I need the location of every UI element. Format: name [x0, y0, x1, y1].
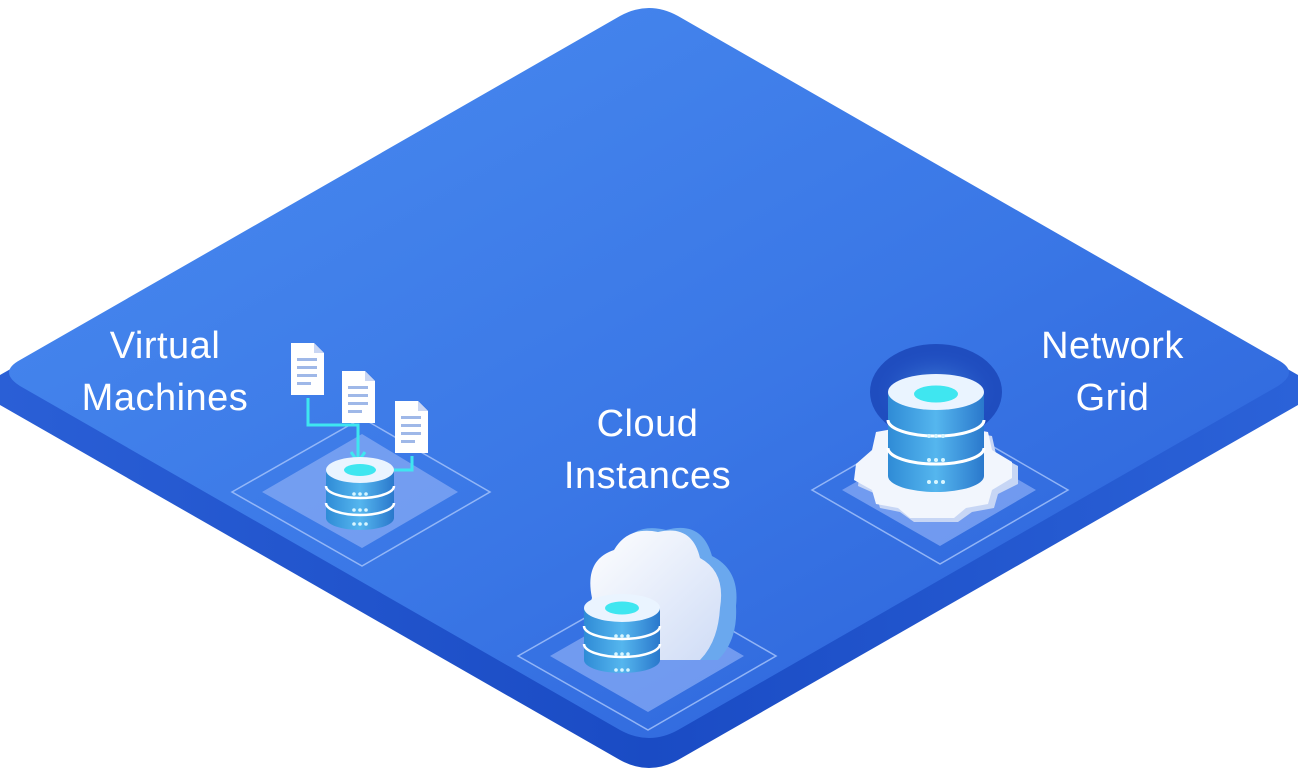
document-icon: [342, 371, 375, 423]
virtual-machines-node: [230, 343, 492, 567]
cloud-instances-label: Cloud Instances: [545, 398, 750, 502]
document-icon: [395, 401, 428, 453]
database-icon: [582, 594, 662, 673]
label-line: Network: [1041, 325, 1184, 367]
document-icon: [291, 343, 324, 395]
label-line: Virtual: [109, 325, 221, 367]
network-grid-node: [810, 344, 1070, 565]
label-line: Instances: [563, 455, 732, 497]
vm-tile-outline: [230, 417, 492, 567]
database-icon: [886, 374, 986, 492]
label-line: Cloud: [596, 403, 699, 445]
platform-top: [9, 8, 1289, 738]
network-grid-label: Network Grid: [1010, 320, 1215, 424]
virtual-machines-label: Virtual Machines: [60, 320, 270, 424]
cloud-instances-node: [516, 527, 778, 731]
label-line: Grid: [1075, 377, 1150, 419]
label-line: Machines: [81, 377, 249, 419]
database-icon: [324, 457, 396, 530]
